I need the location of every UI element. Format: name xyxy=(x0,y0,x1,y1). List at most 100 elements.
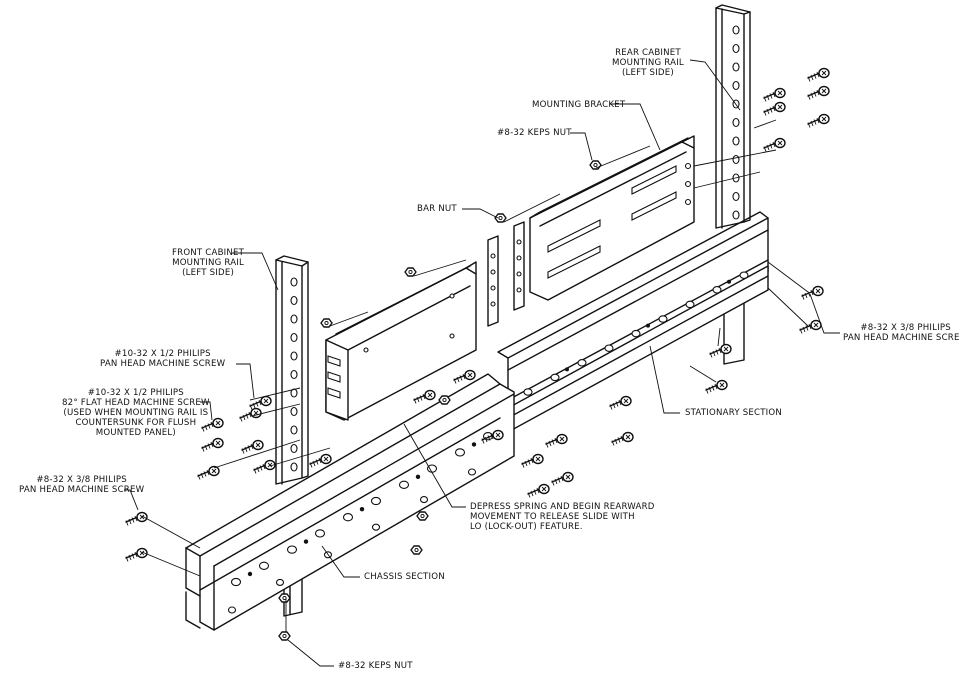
slide-hole xyxy=(577,359,587,367)
slide-hole xyxy=(739,271,749,279)
rail-hole xyxy=(290,332,298,343)
keps-nut-top-label: #8-32 KEPS NUT xyxy=(497,128,572,138)
pan-head-screw-icon xyxy=(763,87,786,102)
pan-head-screw-icon xyxy=(807,85,830,100)
label-line: DEPRESS SPRING AND BEGIN REARWARD xyxy=(470,502,655,512)
label-line: PAN HEAD MACHINE SCREW xyxy=(100,359,226,369)
rail-hole xyxy=(732,136,740,146)
slide-hole xyxy=(227,606,237,614)
slide-hole xyxy=(370,496,382,506)
pan-head-screw-icon xyxy=(197,465,220,480)
mounting-bracket-label: MOUNTING BRACKET xyxy=(532,100,626,110)
rail-hole xyxy=(732,62,740,72)
pan-head-screw-icon xyxy=(413,389,436,404)
slide-hole xyxy=(419,496,429,504)
label-line: REAR CABINET xyxy=(615,48,681,58)
pan-head-screw-icon xyxy=(799,319,822,334)
label-line: MOUNTED PANEL) xyxy=(95,428,176,438)
label-line: #10-32 X 1/2 PHILIPS xyxy=(87,388,184,398)
slide-hole xyxy=(604,344,614,352)
rail-hole xyxy=(290,295,298,306)
pan-head-screw-icon xyxy=(453,369,476,384)
label-line: PAN HEAD MACHINE SCREW xyxy=(843,333,960,343)
rail-hole xyxy=(290,351,298,361)
stationary-section-label: STATIONARY SECTION xyxy=(685,408,782,418)
slide-hole xyxy=(415,474,421,479)
pan-head-screw-icon xyxy=(125,547,148,562)
label-line: 82° FLAT HEAD MACHINE SCREW xyxy=(62,398,210,408)
rail-hole xyxy=(732,154,740,165)
keps-nut-icon xyxy=(416,511,429,521)
pan-head-screw-icon xyxy=(801,285,824,300)
slide-hole xyxy=(727,279,731,284)
pan-head-screw-icon xyxy=(309,453,332,468)
depress-spring-note: DEPRESS SPRING AND BEGIN REARWARD MOVEME… xyxy=(470,502,655,532)
rail-hole xyxy=(290,314,298,324)
label-line: FRONT CABINET xyxy=(172,248,245,258)
slide-hole xyxy=(550,373,560,382)
label-line: MOUNTING RAIL xyxy=(172,258,245,268)
rail-hole xyxy=(290,369,298,380)
mounting-bracket-front xyxy=(325,261,477,421)
keps-nut-icon xyxy=(278,631,291,641)
pan-head-screw-icon xyxy=(551,471,574,486)
slide-hole xyxy=(286,545,298,554)
pan-head-screw-icon xyxy=(201,437,224,452)
slide-hole xyxy=(398,480,410,489)
pan-head-screw-icon xyxy=(611,431,634,446)
pan-head-screw-icon xyxy=(249,395,272,410)
label-line: COUNTERSUNK FOR FLUSH xyxy=(75,418,197,428)
slide-hole xyxy=(342,513,354,522)
slide-hole xyxy=(467,468,477,476)
label-line: (USED WHEN MOUNTING RAIL IS xyxy=(63,408,209,418)
pan-head-screw-icon xyxy=(201,417,224,432)
label-line: PAN HEAD MACHINE SCREW xyxy=(19,485,145,495)
label-line: #8-32 X 3/8 PHILIPS xyxy=(36,475,127,485)
pan-head-screw-icon xyxy=(807,67,830,82)
pan-head-screw-icon xyxy=(481,429,504,444)
leader-lines xyxy=(124,59,840,667)
front-cabinet-rail-label: FRONT CABINET MOUNTING RAIL (LEFT SIDE) xyxy=(172,248,244,278)
pan-head-screw-icon xyxy=(545,433,568,448)
label-line: MOVEMENT TO RELEASE SLIDE WITH xyxy=(470,512,635,522)
rail-hole xyxy=(290,462,298,472)
bar-nuts xyxy=(487,221,525,327)
pan-head-screw-icon xyxy=(125,511,148,526)
rear-cabinet-mounting-rail xyxy=(715,4,751,365)
rail-hole xyxy=(732,117,740,128)
pan-head-screw-icon xyxy=(527,483,550,498)
rail-hole xyxy=(732,80,740,91)
rail-hole xyxy=(732,210,740,220)
screw-10-32-pan-label: #10-32 X 1/2 PHILIPS PAN HEAD MACHINE SC… xyxy=(100,349,225,369)
pan-head-screw-icon xyxy=(253,459,276,474)
mounting-bracket-rear xyxy=(529,135,695,301)
slide-hole xyxy=(230,577,242,587)
keps-nut-icon xyxy=(278,593,291,603)
slide-hole xyxy=(371,523,381,531)
assembly-axis-lines xyxy=(141,119,809,632)
slide-hole xyxy=(685,300,695,309)
rail-hole xyxy=(290,406,298,417)
rail-hole xyxy=(732,191,740,202)
keps-nut-bottom-label: #8-32 KEPS NUT xyxy=(338,661,413,671)
slide-hole xyxy=(258,561,270,570)
pan-head-screw-icon xyxy=(239,407,262,422)
keps-nut-icon xyxy=(410,545,423,555)
slide-hole xyxy=(359,507,365,512)
bar-nut-label: BAR NUT xyxy=(417,204,457,214)
label-line: (LEFT SIDE) xyxy=(182,268,235,278)
chassis-section xyxy=(185,373,515,631)
slide-hole xyxy=(454,448,466,457)
chassis-section-label: CHASSIS SECTION xyxy=(364,572,445,582)
label-line: (LEFT SIDE) xyxy=(622,68,674,78)
slide-hole xyxy=(565,367,569,372)
slide-hole xyxy=(303,539,309,544)
slide-hole xyxy=(275,578,285,586)
label-line: #8-32 X 3/8 PHILIPS xyxy=(860,323,951,333)
keps-nut-icon xyxy=(589,160,602,170)
rail-hole xyxy=(290,425,298,435)
keps-nut-icon xyxy=(320,318,333,328)
label-line: LO (LOCK-OUT) FEATURE. xyxy=(470,522,583,532)
